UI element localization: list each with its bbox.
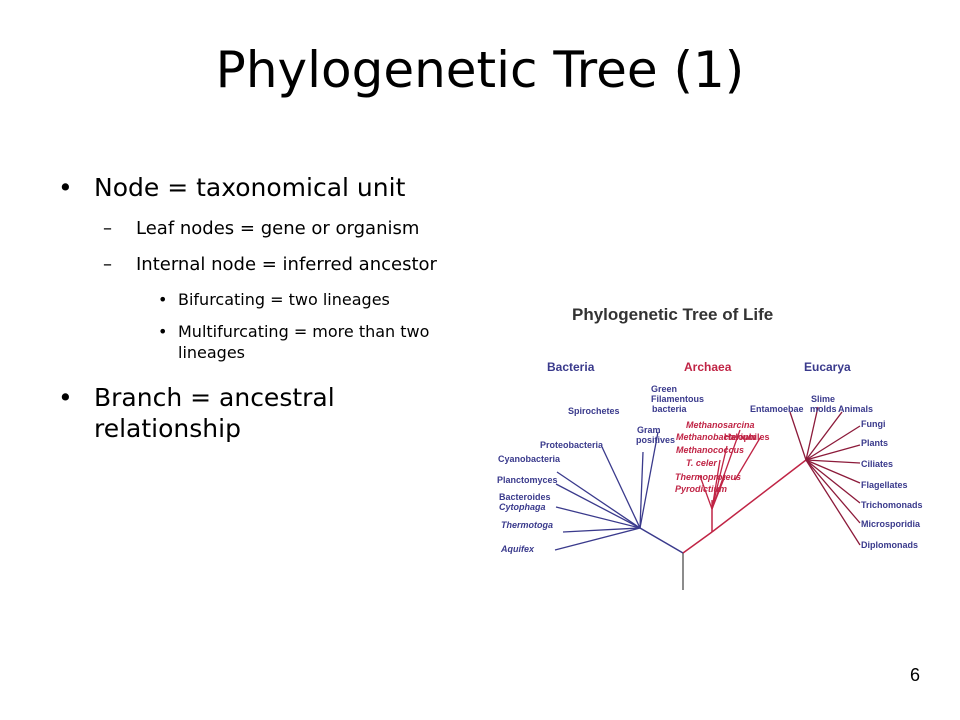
- sub-bullet-internal: – Internal node = inferred ancestor: [58, 253, 458, 277]
- bullet-text: Branch = ancestral relationship: [94, 382, 335, 444]
- dash-marker: –: [103, 218, 112, 240]
- eucarya-leaf-label: Slime: [811, 394, 835, 404]
- eucarya-leaf-label: Plants: [861, 438, 888, 448]
- bacteria-leaf-label: Filamentous: [651, 394, 704, 404]
- archaea-leaf-label: Thermoproteus: [675, 472, 741, 482]
- bacteria-leaf-label: positives: [636, 435, 675, 445]
- bacteria-leaf-label: Cyanobacteria: [498, 454, 561, 464]
- bullet-list: • Node = taxonomical unit – Leaf nodes =…: [58, 172, 458, 458]
- bacteria-leaf-label: Bacteroides: [499, 492, 551, 502]
- bacteria-leaf-label: Aquifex: [500, 544, 535, 554]
- bullet-marker: •: [158, 290, 168, 310]
- bacteria-leaf-label: Cytophaga: [499, 502, 546, 512]
- tree-branch: [711, 445, 728, 510]
- tree-branch: [556, 471, 641, 529]
- tree-branch: [805, 459, 861, 524]
- domain-label-bacteria: Bacteria: [547, 360, 595, 374]
- tree-branch: [711, 429, 741, 510]
- archaea-leaf-label: Pyrodictium: [675, 484, 727, 494]
- bullet-branch: • Branch = ancestral relationship: [58, 382, 458, 445]
- sub-sub-bullet-multifurcating: • Multifurcating = more than two lineage…: [58, 321, 458, 364]
- bacteria-leaf-label: Green: [651, 384, 677, 394]
- tree-branch: [805, 459, 861, 546]
- dash-marker: –: [103, 254, 112, 276]
- bacteria-leaf-label: Spirochetes: [568, 406, 620, 416]
- sub-bullet-text: Internal node = inferred ancestor: [136, 254, 437, 276]
- bacteria-leaf-label: bacteria: [652, 404, 688, 414]
- archaea-leaf-label: T. celer: [686, 458, 717, 468]
- sub-sub-bullet-text: Bifurcating = two lineages: [178, 290, 390, 310]
- eucarya-leaf-label: Diplomonads: [861, 540, 918, 550]
- archaea-leaf-label: Methanococcus: [676, 445, 744, 455]
- archaea-leaf-label: Methanobacterium: [676, 432, 756, 442]
- eucarya-leaf-label: molds: [810, 404, 837, 414]
- tree-branch: [789, 411, 807, 461]
- bullet-marker: •: [58, 382, 73, 412]
- eucarya-leaf-label: Microsporidia: [861, 519, 921, 529]
- archaea-leaf-label: Methanosarcina: [686, 420, 755, 430]
- tree-branch: [699, 475, 713, 510]
- tree-branch: [711, 459, 807, 533]
- slide-title: Phylogenetic Tree (1): [215, 41, 745, 99]
- archaea-leaf-label: Halophiles: [724, 432, 770, 442]
- bullet-marker: •: [58, 173, 73, 202]
- eucarya-leaf-label: Entamoebae: [750, 404, 804, 414]
- sub-bullet-leaf: – Leaf nodes = gene or organism: [58, 217, 458, 241]
- tree-branch: [805, 459, 861, 464]
- sub-sub-bullet-bifurcating: • Bifurcating = two lineages: [58, 289, 458, 311]
- eucarya-leaf-label: Flagellates: [861, 480, 908, 490]
- bacteria-leaf-label: Thermotoga: [501, 520, 553, 530]
- eucarya-leaf-label: Animals: [838, 404, 873, 414]
- tree-branch: [805, 444, 861, 461]
- tree-branch: [805, 406, 819, 461]
- tree-branch: [554, 527, 641, 551]
- tree-branch: [711, 459, 721, 510]
- tree-branch: [734, 437, 761, 481]
- tree-branch: [805, 459, 861, 484]
- bacteria-leaf-label: Planctomyces: [497, 475, 558, 485]
- tree-branch: [639, 527, 684, 554]
- sub-sub-bullet-text: Multifurcating = more than two lineages: [178, 321, 430, 363]
- tree-branch: [555, 506, 641, 529]
- slide-number: 6: [909, 665, 920, 685]
- sub-bullet-text: Leaf nodes = gene or organism: [136, 218, 420, 240]
- tree-branch: [639, 431, 659, 529]
- bacteria-leaf-label: Gram: [637, 425, 661, 435]
- bacteria-leaf-label: Proteobacteria: [540, 440, 604, 450]
- domain-label-eucarya: Eucarya: [804, 360, 851, 374]
- figure-title: Phylogenetic Tree of Life: [572, 305, 773, 324]
- tree-branch: [601, 446, 641, 529]
- tree-branch: [639, 451, 644, 529]
- eucarya-leaf-label: Ciliates: [861, 459, 893, 469]
- bullet-text: Node = taxonomical unit: [94, 173, 406, 202]
- eucarya-leaf-label: Trichomonads: [861, 500, 923, 510]
- bullet-marker: •: [158, 321, 168, 341]
- tree-branch: [805, 425, 861, 461]
- tree-branch: [805, 459, 861, 504]
- domain-label-archaea: Archaea: [684, 360, 732, 374]
- tree-branch: [562, 527, 641, 533]
- tree-branch: [555, 483, 641, 529]
- tree-branch: [682, 531, 713, 554]
- tree-branch: [805, 411, 843, 461]
- bullet-node: • Node = taxonomical unit: [58, 172, 458, 203]
- eucarya-leaf-label: Fungi: [861, 419, 886, 429]
